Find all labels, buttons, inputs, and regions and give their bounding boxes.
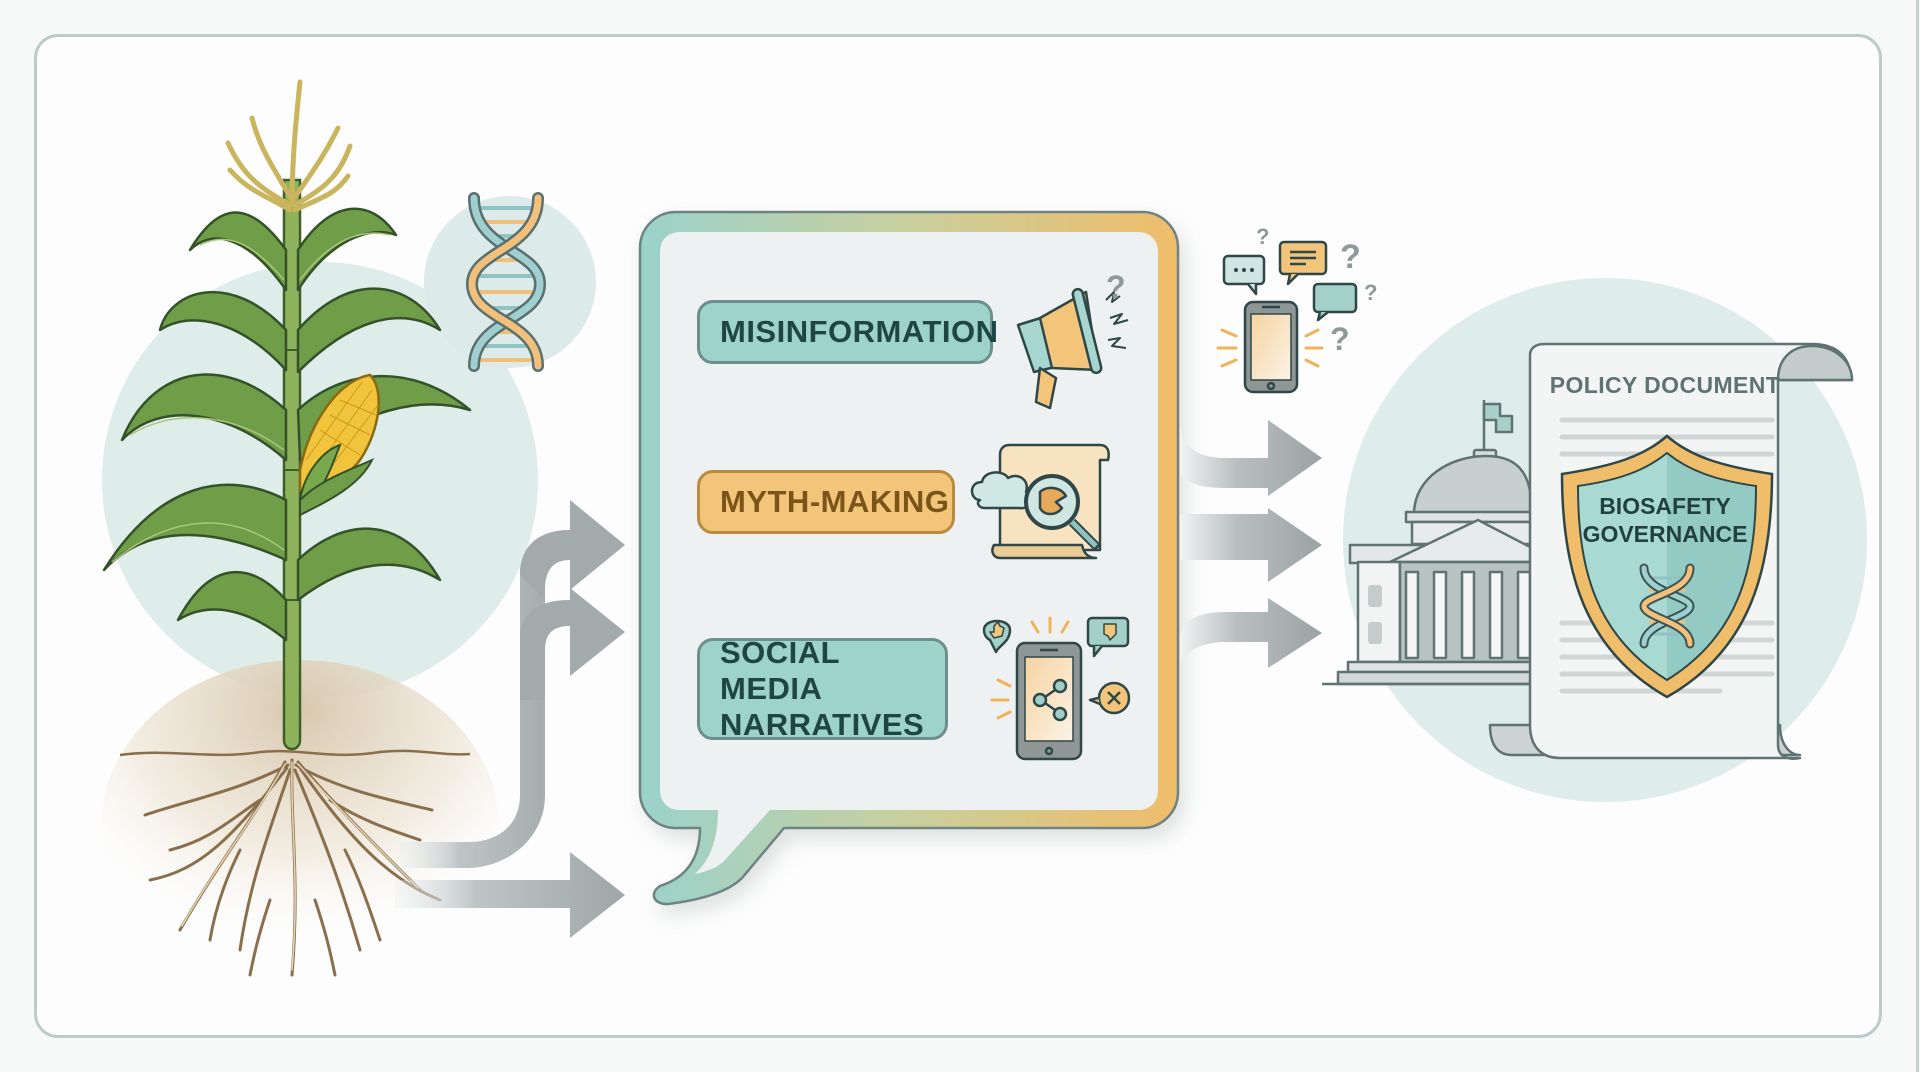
maize-tassel — [225, 79, 353, 213]
scroll-magnifier-icon — [970, 443, 1110, 560]
maize-stalk — [282, 178, 302, 751]
flow-arrows-right — [1180, 420, 1322, 670]
phone-glow-lines-2 — [1216, 328, 1324, 368]
biosafety-shield-icon — [1560, 434, 1774, 699]
flow-arrows-left — [395, 500, 625, 938]
svg-text:?: ? — [1256, 224, 1269, 249]
svg-text:?: ? — [1330, 321, 1350, 357]
question-marks: ? ? ? ? — [1256, 224, 1377, 357]
svg-text:?: ? — [1340, 238, 1361, 276]
shield-text-line1: BIOSAFETY — [1599, 493, 1731, 519]
shield-dna-icon — [1639, 563, 1695, 649]
dna-helix-icon — [465, 192, 547, 372]
misinformation-label: MISINFORMATION — [697, 300, 998, 364]
leaf-veins — [111, 232, 391, 563]
government-building-icon — [1322, 400, 1534, 686]
social-media-narratives-label: SOCIAL MEDIA NARRATIVES — [697, 635, 948, 742]
phone-glow-lines — [990, 616, 1070, 720]
dna-background-circle — [424, 196, 596, 368]
svg-text:?: ? — [1364, 280, 1377, 305]
misinformation-text: MISINFORMATION — [720, 314, 999, 349]
smartphone-share-icon — [982, 616, 1131, 761]
roots-highlight — [181, 761, 419, 971]
corn-cob-icon — [298, 373, 380, 517]
social-media-text-line2: NARRATIVES — [720, 707, 925, 742]
smartphone-chat-questions-icon — [1222, 240, 1358, 394]
myth-making-text: MYTH-MAKING — [720, 484, 950, 519]
social-media-text-line1: SOCIAL MEDIA — [720, 635, 840, 706]
soil-area — [100, 660, 500, 1000]
shield-text-line2: GOVERNANCE — [1582, 521, 1748, 547]
right-edge-divider — [1916, 0, 1919, 1072]
question-mark-icon: ? — [1106, 269, 1126, 305]
soil-line — [119, 749, 471, 757]
policy-document-title: POLICY DOCUMENT — [1549, 372, 1781, 398]
megaphone-icon — [1016, 287, 1129, 410]
biosafety-governance-label: BIOSAFETY GOVERNANCE — [1565, 492, 1765, 548]
myth-making-label: MYTH-MAKING — [697, 470, 955, 534]
